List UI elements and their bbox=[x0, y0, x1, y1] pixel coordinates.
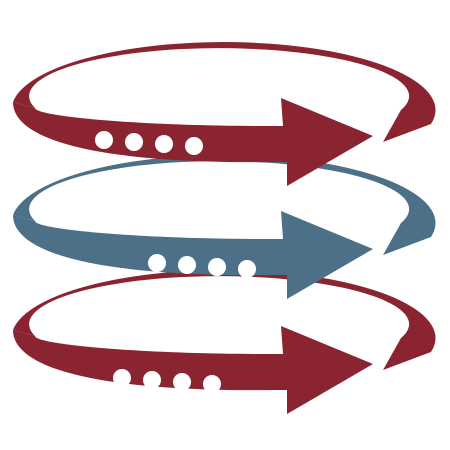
ring-middle-dot bbox=[238, 260, 256, 278]
ring-middle-dot bbox=[208, 258, 226, 276]
ring-bottom bbox=[13, 270, 436, 414]
ring-bottom-dot bbox=[143, 371, 161, 389]
ring-middle-dot bbox=[178, 256, 196, 274]
ring-bottom-dot bbox=[203, 375, 221, 393]
ring-top-dot bbox=[95, 131, 113, 149]
ring-bottom-back-arc bbox=[13, 270, 436, 370]
ring-bottom-dot bbox=[173, 373, 191, 391]
ring-top-dot bbox=[185, 137, 203, 155]
ring-top bbox=[13, 42, 436, 186]
ring-middle-dot bbox=[148, 254, 166, 272]
ring-bottom-dot bbox=[113, 369, 131, 387]
ring-top-dot bbox=[155, 135, 173, 153]
ring-top-back-arc bbox=[13, 42, 436, 142]
ring-top-dot bbox=[125, 133, 143, 151]
ring-middle bbox=[13, 155, 436, 299]
ring-bottom-arrow bbox=[13, 326, 373, 414]
ring-middle-back-arc bbox=[13, 155, 436, 255]
ring-middle-arrow bbox=[13, 211, 373, 299]
